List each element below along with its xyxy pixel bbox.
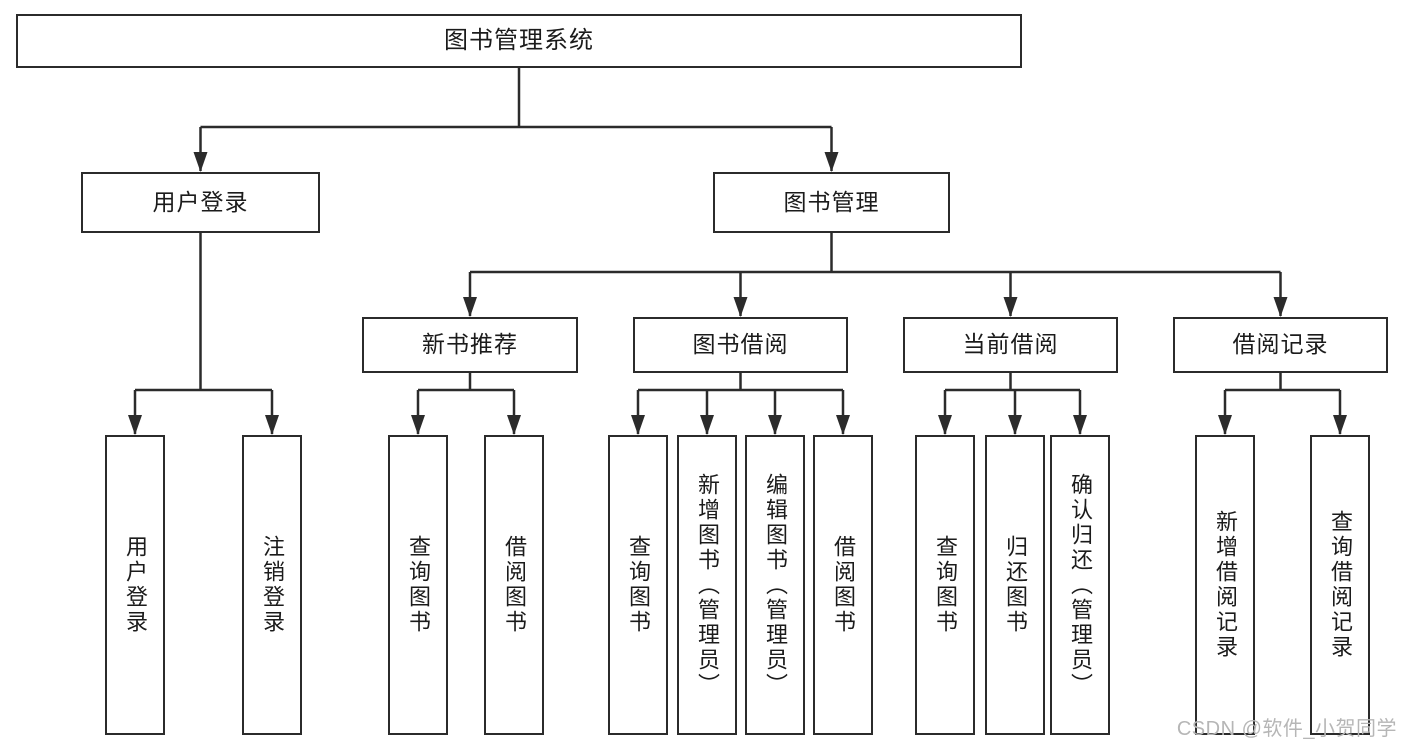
node-label: 编辑图书（管理员） [762,472,788,698]
node-l-addrec[interactable]: 新增借阅记录 [1195,435,1255,735]
node-records[interactable]: 借阅记录 [1173,317,1388,373]
node-label: 确认归还（管理员） [1067,472,1093,698]
arrow-head [1218,415,1232,435]
watermark-text: CSDN @软件_小贺同学 [1176,718,1397,740]
node-label: 新增借阅记录 [1212,510,1238,660]
node-label: 查询借阅记录 [1327,510,1353,660]
node-l-logout[interactable]: 注销登录 [242,435,302,735]
arrow-head [411,415,425,435]
arrow-head [631,415,645,435]
node-label: 查询图书 [405,535,431,635]
node-label: 新书推荐 [422,331,518,358]
node-l-return[interactable]: 归还图书 [985,435,1045,735]
node-l-query2[interactable]: 查询图书 [608,435,668,735]
node-login[interactable]: 用户登录 [81,172,320,233]
node-label: 图书管理 [783,188,880,215]
node-borrow[interactable]: 图书借阅 [633,317,848,373]
arrow-head [128,415,142,435]
node-l-queryrec[interactable]: 查询借阅记录 [1310,435,1370,735]
node-l-edit[interactable]: 编辑图书（管理员） [745,435,805,735]
node-label: 新增图书（管理员） [694,472,720,698]
arrow-head [1008,415,1022,435]
node-label: 查询图书 [932,535,958,635]
node-label: 注销登录 [259,535,285,635]
node-newbook[interactable]: 新书推荐 [362,317,578,373]
node-label: 用户登录 [152,188,249,215]
node-label: 借阅图书 [830,535,856,635]
node-label: 图书借阅 [692,331,789,358]
node-label: 当前借阅 [962,331,1059,358]
node-root[interactable]: 图书管理系统 [16,14,1022,68]
node-label: 查询图书 [625,535,651,635]
arrow-head [768,415,782,435]
arrow-head [824,152,839,172]
arrow-head [1273,297,1288,317]
node-l-borrow1[interactable]: 借阅图书 [484,435,544,735]
node-bookmgmt[interactable]: 图书管理 [713,172,950,233]
node-label: 借阅图书 [501,535,527,635]
node-l-query1[interactable]: 查询图书 [388,435,448,735]
node-l-add[interactable]: 新增图书（管理员） [677,435,737,735]
arrow-head [1333,415,1347,435]
node-current[interactable]: 当前借阅 [903,317,1118,373]
node-label: 图书管理系统 [444,26,594,54]
node-l-borrow2[interactable]: 借阅图书 [813,435,873,735]
arrow-head [265,415,279,435]
arrow-head [836,415,850,435]
node-l-query3[interactable]: 查询图书 [915,435,975,735]
arrow-head [1003,297,1018,317]
node-label: 归还图书 [1002,535,1028,635]
arrow-head [938,415,952,435]
node-label: 借阅记录 [1232,331,1329,358]
arrow-head [193,152,208,172]
node-label: 用户登录 [122,535,148,635]
arrow-head [700,415,714,435]
arrow-head [463,297,477,317]
node-l-confirm[interactable]: 确认归还（管理员） [1050,435,1110,735]
arrow-head [1073,415,1087,435]
arrow-head [733,297,748,317]
arrow-head [507,415,521,435]
node-l-login[interactable]: 用户登录 [105,435,165,735]
